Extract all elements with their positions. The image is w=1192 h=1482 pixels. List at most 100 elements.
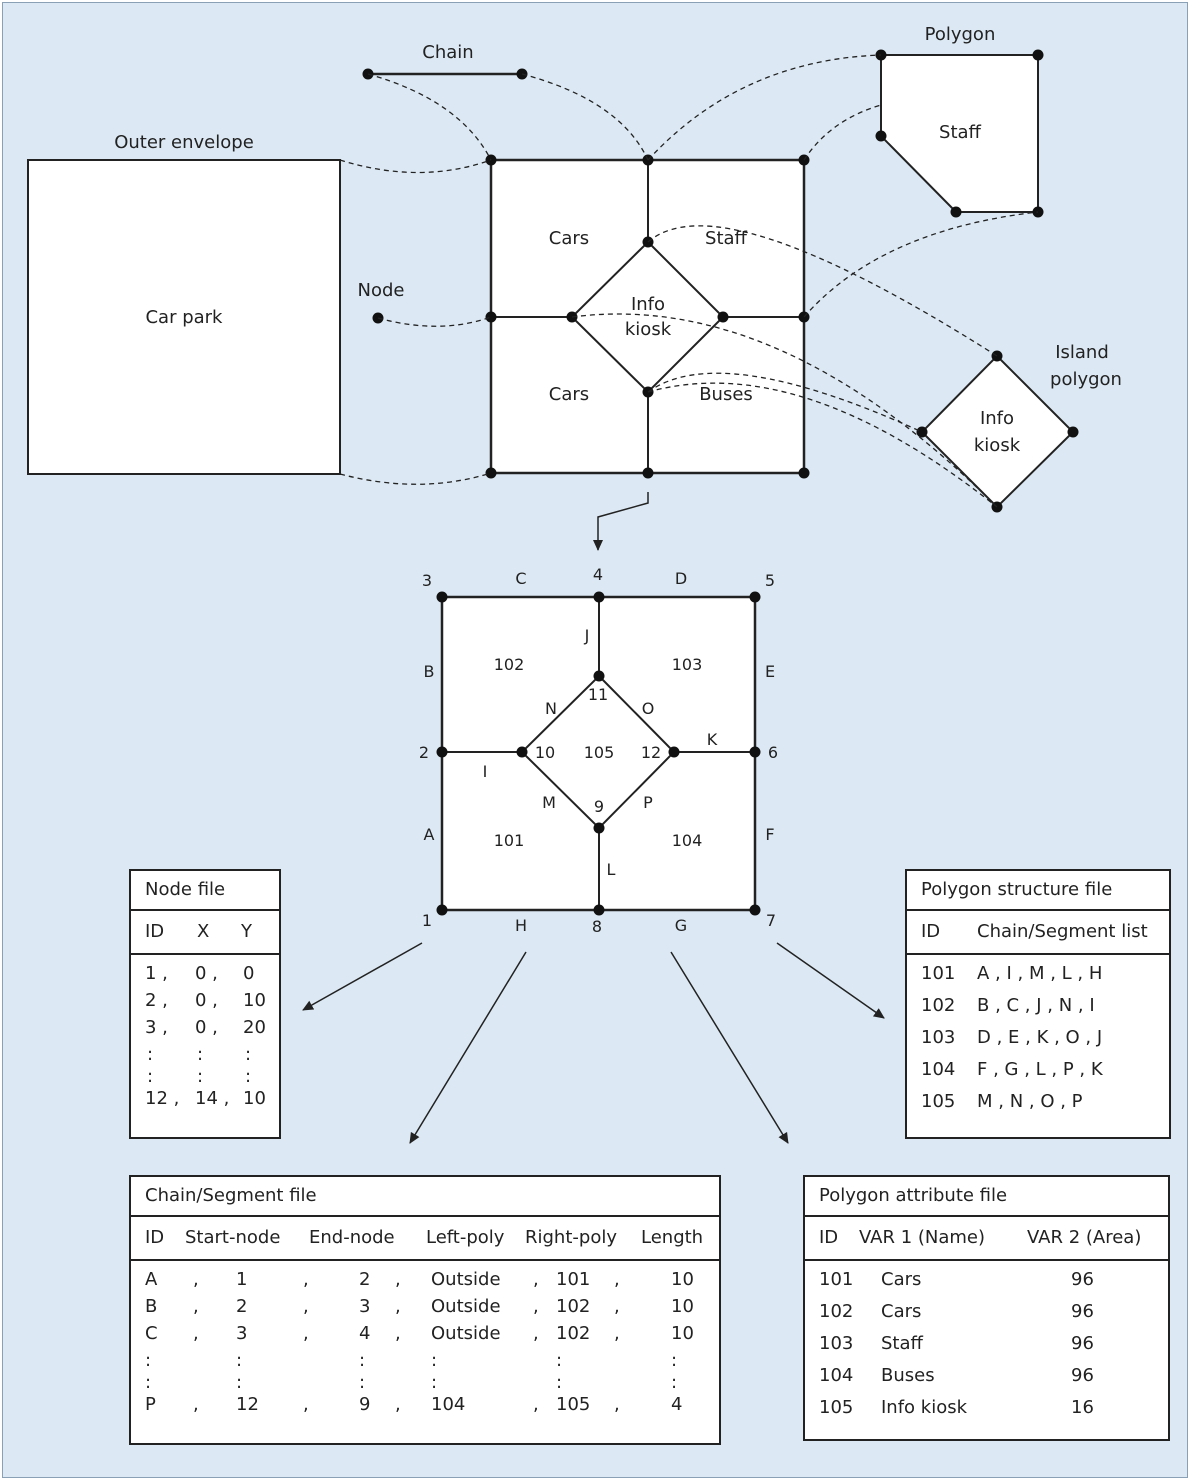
- table-row: C,3,4,Outside,102,10: [131, 1323, 719, 1350]
- polygon-attribute-file-rows: 101 Cars 96 102 Cars 96 103 Staff 96 104…: [805, 1261, 1168, 1429]
- cell: Outside: [431, 1323, 501, 1344]
- cell: A , I , M , L , H: [977, 963, 1103, 984]
- cell: 96: [1071, 1333, 1094, 1354]
- cell: :: [245, 1044, 252, 1065]
- polygon-id: 101: [494, 831, 525, 850]
- table-row: 3 , 0 , 20: [131, 1017, 279, 1044]
- polygon-id: 102: [494, 655, 525, 674]
- table-row: A,1,2,Outside,101,10: [131, 1269, 719, 1296]
- arrow-to-structure-file: [776, 942, 885, 1019]
- cell: 2: [359, 1269, 371, 1290]
- polygon-attribute-file-table: Polygon attribute file ID VAR 1 (Name) V…: [803, 1175, 1170, 1441]
- table-row: 103 D , E , K , O , J: [907, 1027, 1169, 1059]
- polygon-node: [1032, 49, 1044, 61]
- region-label: Cars: [549, 384, 589, 405]
- chain-segment-file-table: Chain/Segment file ID Start-node End-nod…: [129, 1175, 721, 1445]
- table-row: : : :: [131, 1044, 279, 1066]
- cell: ,: [303, 1269, 309, 1290]
- polygon-structure-file-title: Polygon structure file: [907, 871, 1169, 911]
- table-row: 105 Info kiosk 16: [805, 1397, 1168, 1429]
- cell: 10: [671, 1269, 694, 1290]
- header-cell: ID: [145, 1227, 165, 1248]
- cell: ,: [614, 1296, 620, 1317]
- header-cell: X: [197, 921, 210, 942]
- polygon-id: 105: [584, 743, 615, 762]
- cell: ,: [193, 1323, 199, 1344]
- cell: 2: [236, 1296, 248, 1317]
- node-id: 3: [422, 571, 432, 590]
- cell: 12 ,: [145, 1088, 180, 1109]
- island-kiosk-label: kiosk: [974, 435, 1021, 456]
- cell: 3 ,: [145, 1017, 168, 1038]
- cell: :: [671, 1350, 678, 1371]
- polygon-attribute-file-title: Polygon attribute file: [805, 1177, 1168, 1217]
- cell: 102: [819, 1301, 854, 1322]
- cell: :: [145, 1372, 152, 1393]
- cell: 104: [431, 1394, 466, 1415]
- cell: 101: [921, 963, 956, 984]
- cell: B: [145, 1296, 158, 1317]
- node-id: 4: [593, 565, 603, 584]
- cell: 20: [243, 1017, 266, 1038]
- chain-id: H: [515, 916, 527, 935]
- island-node: [916, 426, 928, 438]
- table-row: 102 B , C , J , N , I: [907, 995, 1169, 1027]
- chain-id: D: [675, 569, 687, 588]
- cell: :: [236, 1350, 243, 1371]
- chain-label: Chain: [422, 42, 473, 63]
- polygon-node: [950, 206, 962, 218]
- cell: ,: [533, 1323, 539, 1344]
- table-row: 104 Buses 96: [805, 1365, 1168, 1397]
- cell: :: [431, 1372, 438, 1393]
- node-id: 5: [765, 571, 775, 590]
- header-cell: Right-poly: [525, 1227, 617, 1248]
- node-id: 1: [422, 911, 432, 930]
- cell: 1: [236, 1269, 248, 1290]
- chain-id: L: [607, 860, 616, 879]
- cell: 0 ,: [195, 963, 218, 984]
- cell: Cars: [881, 1269, 922, 1290]
- node-id: 2: [419, 743, 429, 762]
- cell: C: [145, 1323, 158, 1344]
- cell: ,: [303, 1323, 309, 1344]
- cell: 10: [671, 1296, 694, 1317]
- cell: P: [145, 1394, 156, 1415]
- cell: 96: [1071, 1365, 1094, 1386]
- cell: :: [556, 1372, 563, 1393]
- cell: ,: [193, 1394, 199, 1415]
- cell: :: [197, 1044, 204, 1065]
- chain-id: K: [707, 730, 718, 749]
- chain-id: P: [643, 793, 653, 812]
- node-file-title: Node file: [131, 871, 279, 911]
- arrow-to-attribute-file: [670, 951, 789, 1144]
- cell: ,: [395, 1269, 401, 1290]
- table-row: 1 , 0 , 0: [131, 963, 279, 990]
- polygon-id: 103: [672, 655, 703, 674]
- table-row: 105 M , N , O , P: [907, 1091, 1169, 1123]
- node-label: Node: [358, 280, 405, 301]
- polygon-id: 104: [672, 831, 703, 850]
- cell: 104: [921, 1059, 956, 1080]
- cell: 102: [556, 1323, 591, 1344]
- cell: 103: [819, 1333, 854, 1354]
- cell: 4: [671, 1394, 683, 1415]
- chain-id: E: [765, 662, 775, 681]
- table-row: ::::::: [131, 1372, 719, 1394]
- cell: 0 ,: [195, 990, 218, 1011]
- cell: ,: [533, 1296, 539, 1317]
- chain-id: M: [542, 793, 556, 812]
- outer-envelope-label: Outer envelope: [114, 132, 254, 153]
- table-row: 102 Cars 96: [805, 1301, 1168, 1333]
- table-row: ::::::: [131, 1350, 719, 1372]
- node-id: 10: [535, 743, 555, 762]
- cell: ,: [303, 1296, 309, 1317]
- cell: ,: [533, 1269, 539, 1290]
- staff-polygon-label: Staff: [939, 122, 982, 143]
- header-cell: Chain/Segment list: [977, 921, 1148, 942]
- cell: 4: [359, 1323, 371, 1344]
- header-cell: Start-node: [185, 1227, 281, 1248]
- dashed-connectors: [339, 54, 1039, 508]
- cell: :: [236, 1372, 243, 1393]
